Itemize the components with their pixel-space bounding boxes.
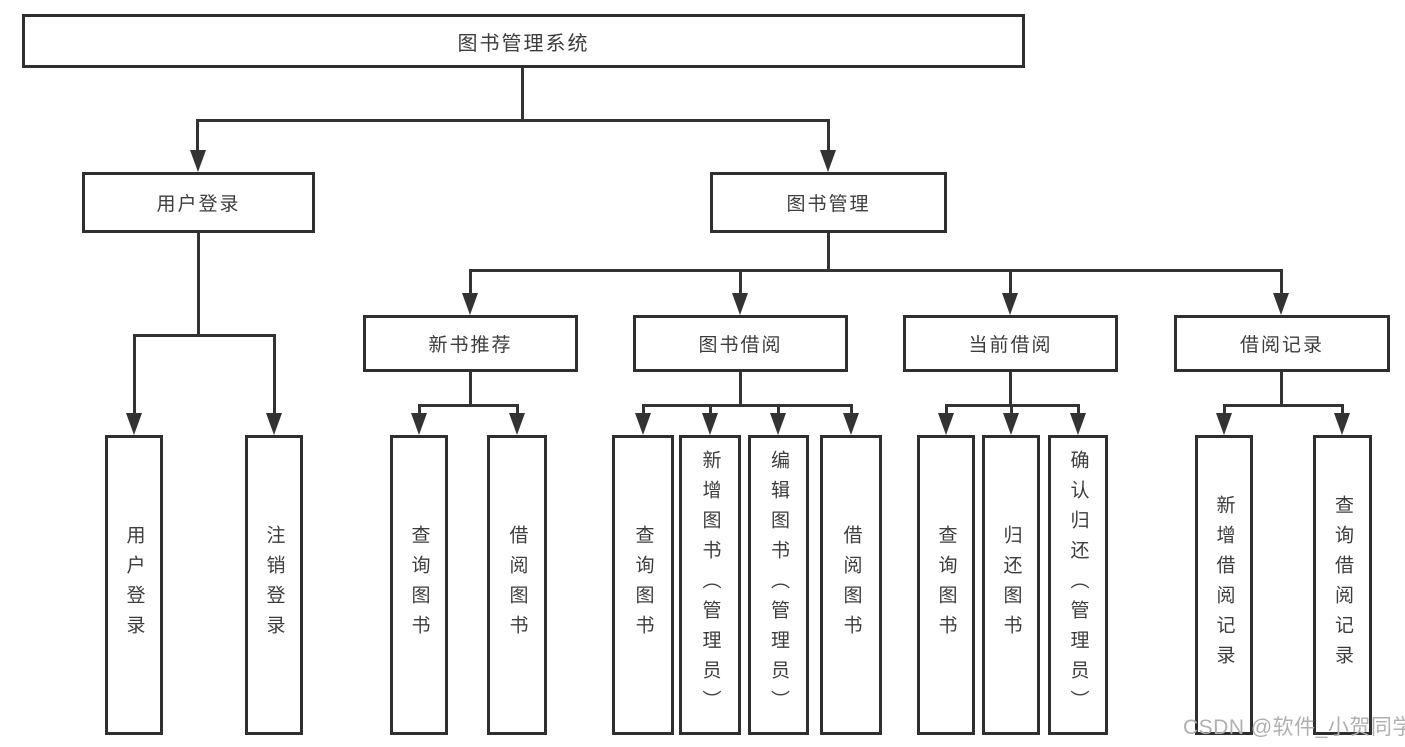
node-book-management: 图书管理 <box>710 172 947 233</box>
connector-line <box>1280 269 1283 295</box>
leaf-logout: 注销登录 <box>245 435 303 735</box>
connector-line <box>945 404 948 416</box>
connector-line <box>469 372 472 407</box>
arrow-head <box>1070 413 1086 435</box>
connector-line <box>196 119 199 152</box>
leaf-query-borrow-record: 查询借阅记录 <box>1313 435 1372 735</box>
node-library-system-label: 图书管理系统 <box>457 32 590 55</box>
connector-line <box>827 119 830 152</box>
arrow-head <box>266 413 282 435</box>
leaf-edit-book-admin-label: 编辑图书（管理员） <box>768 450 789 720</box>
arrow-head <box>1003 413 1019 435</box>
connector-line <box>739 269 742 295</box>
leaf-query-borrow-record-label: 查询借阅记录 <box>1332 495 1353 675</box>
node-book-borrow: 图书借阅 <box>633 315 848 372</box>
arrow-head <box>770 413 786 435</box>
arrow-head <box>462 293 478 315</box>
connector-line <box>273 334 276 414</box>
connector-line <box>197 233 200 337</box>
arrow-head <box>843 413 859 435</box>
leaf-edit-book-admin: 编辑图书（管理员） <box>748 435 809 735</box>
node-current-borrow-label: 当前借阅 <box>968 335 1053 356</box>
node-library-system: 图书管理系统 <box>22 14 1025 68</box>
node-user-login: 用户登录 <box>82 172 315 233</box>
node-borrow-records: 借阅记录 <box>1174 315 1390 372</box>
arrow-head <box>126 413 142 435</box>
leaf-add-borrow-record: 新增借阅记录 <box>1195 435 1253 735</box>
connector-line <box>133 334 276 337</box>
leaf-logout-label: 注销登录 <box>263 525 285 645</box>
leaf-query-books-recommend-label: 查询图书 <box>408 525 430 645</box>
node-user-login-label: 用户登录 <box>156 194 241 215</box>
node-new-book-recommend: 新书推荐 <box>363 315 578 372</box>
arrow-head <box>1002 293 1018 315</box>
arrow-head <box>1273 293 1289 315</box>
leaf-add-book-admin-label: 新增图书（管理员） <box>699 450 721 720</box>
arrow-head <box>938 413 954 435</box>
arrow-head <box>411 413 427 435</box>
connector-line <box>521 68 524 121</box>
connector-line <box>133 334 136 414</box>
connector-line <box>1280 372 1283 407</box>
connector-line <box>1010 404 1013 416</box>
connector-line <box>1009 269 1012 295</box>
connector-line <box>827 233 830 272</box>
arrow-head <box>509 413 525 435</box>
connector-line <box>196 119 830 122</box>
connector-line <box>516 404 519 416</box>
connector-line <box>1077 404 1080 416</box>
connector-line <box>1341 404 1344 416</box>
leaf-query-books-current: 查询图书 <box>917 435 975 735</box>
leaf-borrow-books-label: 借阅图书 <box>840 525 862 645</box>
connector-line <box>1223 404 1344 407</box>
connector-line <box>739 372 742 407</box>
node-new-book-recommend-label: 新书推荐 <box>428 335 513 356</box>
connector-line <box>709 404 712 416</box>
arrow-head <box>732 293 748 315</box>
leaf-query-books-borrow: 查询图书 <box>612 435 674 735</box>
connector-line <box>1223 404 1226 416</box>
leaf-query-books-current-label: 查询图书 <box>935 525 957 645</box>
leaf-query-books-recommend: 查询图书 <box>390 435 448 735</box>
node-book-management-label: 图书管理 <box>786 194 871 215</box>
leaf-user-login: 用户登录 <box>105 435 163 735</box>
connector-line <box>642 404 853 407</box>
arrow-head <box>1216 413 1232 435</box>
leaf-borrow-books: 借阅图书 <box>820 435 882 735</box>
leaf-confirm-return-admin: 确认归还（管理员） <box>1048 435 1108 735</box>
connector-line <box>418 404 421 416</box>
arrow-head <box>1334 413 1350 435</box>
leaf-borrow-books-recommend: 借阅图书 <box>487 435 547 735</box>
leaf-return-books: 归还图书 <box>982 435 1040 735</box>
csdn-watermark: CSDN @软件_小贺同学 <box>1183 716 1405 739</box>
arrow-head <box>820 150 836 172</box>
connector-line <box>469 269 1283 272</box>
leaf-query-books-borrow-label: 查询图书 <box>632 525 654 645</box>
leaf-add-book-admin: 新增图书（管理员） <box>679 435 741 735</box>
leaf-user-login-label: 用户登录 <box>123 525 145 645</box>
connector-line <box>850 404 853 416</box>
connector-line <box>469 269 472 295</box>
leaf-borrow-books-recommend-label: 借阅图书 <box>506 525 528 645</box>
arrow-head <box>190 150 206 172</box>
connector-line <box>777 404 780 416</box>
connector-line <box>418 404 519 407</box>
leaf-add-borrow-record-label: 新增借阅记录 <box>1213 495 1235 675</box>
leaf-return-books-label: 归还图书 <box>1000 525 1022 645</box>
leaf-confirm-return-admin-label: 确认归还（管理员） <box>1067 450 1089 720</box>
connector-line <box>1009 372 1012 407</box>
node-borrow-records-label: 借阅记录 <box>1239 335 1324 356</box>
arrow-head <box>635 413 651 435</box>
node-book-borrow-label: 图书借阅 <box>698 335 783 356</box>
node-current-borrow: 当前借阅 <box>903 315 1118 372</box>
arrow-head <box>702 413 718 435</box>
connector-line <box>642 404 645 416</box>
